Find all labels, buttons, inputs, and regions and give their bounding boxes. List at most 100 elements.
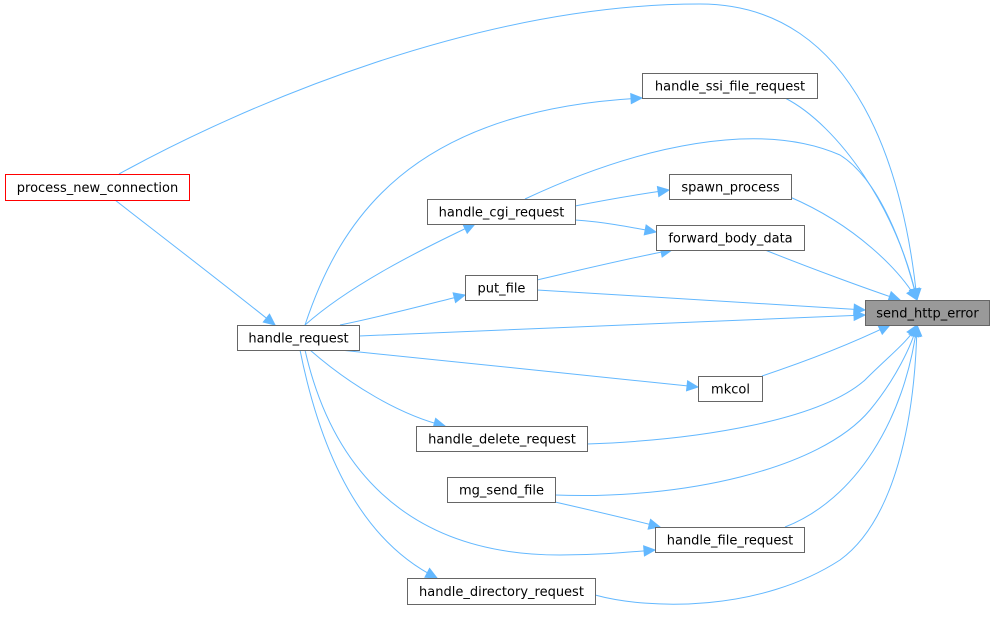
node-box[interactable] — [5, 174, 190, 201]
node-box[interactable] — [669, 174, 792, 200]
edge-arrowhead — [262, 313, 276, 326]
edge-line — [339, 294, 466, 326]
edge-line — [784, 324, 918, 528]
node-label: handle_request — [248, 332, 348, 347]
edge-handle_request-to-handle_file_request — [304, 349, 657, 557]
node-box[interactable] — [656, 225, 805, 251]
edge-handle_file_request-to-send_http_error — [784, 323, 922, 528]
node-label: mkcol — [711, 383, 750, 398]
edge-mg_send_file-to-handle_file_request — [554, 501, 662, 530]
edge-line — [574, 219, 657, 233]
edge-handle_directory_request-to-send_http_error — [594, 323, 923, 605]
node-send-http-error[interactable]: send_http_error — [865, 300, 990, 326]
node-process-new-connection[interactable]: process_new_connection — [5, 174, 190, 201]
node-box[interactable] — [865, 300, 990, 326]
edge-line — [554, 324, 918, 496]
node-label: send_http_error — [876, 307, 979, 322]
edge-line — [524, 138, 918, 301]
edges-layer — [114, 3, 923, 605]
edge-line — [114, 199, 276, 326]
edge-arrowhead — [647, 518, 662, 530]
edge-put_file-to-send_http_error — [536, 289, 867, 315]
edge-handle_cgi_request-to-send_http_error — [524, 138, 920, 302]
node-label: process_new_connection — [17, 181, 178, 196]
edge-arrowhead — [643, 224, 658, 236]
node-handle-ssi-file-request[interactable]: handle_ssi_file_request — [642, 73, 818, 99]
edge-handle_request-to-mkcol — [339, 349, 700, 392]
edge-line — [299, 349, 438, 579]
edge-arrowhead — [656, 185, 671, 198]
node-spawn-process[interactable]: spawn_process — [669, 174, 792, 200]
node-box[interactable] — [655, 527, 805, 553]
edge-line — [764, 249, 901, 301]
edge-arrowhead — [906, 287, 918, 302]
node-label: handle_cgi_request — [439, 206, 565, 221]
edge-handle_cgi_request-to-forward_body_data — [574, 219, 658, 236]
node-box[interactable] — [237, 325, 360, 351]
node-box[interactable] — [427, 199, 576, 225]
node-handle-file-request[interactable]: handle_file_request — [655, 527, 805, 553]
edge-spawn_process-to-send_http_error — [789, 196, 918, 302]
edge-arrowhead — [887, 290, 902, 302]
edge-line — [304, 97, 643, 326]
node-handle-directory-request[interactable]: handle_directory_request — [407, 578, 596, 605]
node-handle-request[interactable]: handle_request — [237, 325, 360, 351]
edge-handle_request-to-send_http_error — [358, 309, 867, 337]
edge-line — [789, 196, 918, 301]
edge-arrowhead — [853, 309, 867, 322]
nodes-layer: send_http_errorprocess_new_connectionhan… — [5, 73, 990, 605]
edge-line — [358, 314, 866, 337]
node-label: mg_send_file — [459, 484, 544, 499]
node-box[interactable] — [698, 376, 763, 402]
edge-line — [304, 223, 476, 326]
edge-put_file-to-forward_body_data — [536, 246, 674, 281]
edge-handle_cgi_request-to-spawn_process — [574, 185, 671, 207]
edge-line — [574, 189, 670, 207]
node-label: handle_directory_request — [419, 585, 584, 600]
node-handle-cgi-request[interactable]: handle_cgi_request — [427, 199, 576, 225]
edge-process_new_connection-to-handle_request — [114, 199, 276, 326]
node-box[interactable] — [416, 426, 588, 452]
edge-line — [536, 249, 673, 281]
edge-arrowhead — [424, 567, 439, 579]
edge-forward_body_data-to-send_http_error — [764, 249, 902, 302]
edge-line — [761, 324, 891, 377]
edge-line — [309, 349, 446, 427]
edge-line — [594, 324, 918, 605]
edge-arrowhead — [685, 379, 700, 392]
edge-line — [304, 349, 656, 556]
edge-arrowhead — [452, 292, 467, 304]
node-label: spawn_process — [681, 181, 780, 196]
node-box[interactable] — [407, 578, 596, 605]
edge-line — [339, 349, 699, 388]
node-put-file[interactable]: put_file — [465, 275, 538, 301]
edge-handle_request-to-handle_cgi_request — [304, 223, 477, 326]
edge-handle_request-to-handle_delete_request — [309, 349, 447, 429]
node-label: handle_ssi_file_request — [655, 80, 805, 95]
edge-mkcol-to-send_http_error — [761, 324, 892, 377]
edge-line — [554, 501, 661, 528]
node-label: handle_file_request — [667, 534, 794, 549]
node-box[interactable] — [642, 73, 818, 99]
edge-handle_request-to-handle_ssi_file_request — [304, 92, 644, 326]
edge-handle_request-to-put_file — [339, 292, 467, 326]
node-box[interactable] — [447, 477, 556, 503]
node-label: put_file — [478, 282, 526, 297]
edge-line — [784, 97, 918, 301]
node-forward-body-data[interactable]: forward_body_data — [656, 225, 805, 251]
edge-line — [586, 324, 918, 445]
node-box[interactable] — [465, 275, 538, 301]
edge-arrowhead — [630, 92, 644, 105]
edge-mg_send_file-to-send_http_error — [554, 323, 920, 496]
edge-process_new_connection-to-send_http_error — [118, 3, 922, 302]
node-mkcol[interactable]: mkcol — [698, 376, 763, 402]
edge-arrowhead — [643, 545, 657, 557]
edge-line — [118, 3, 918, 301]
node-label: forward_body_data — [668, 232, 792, 247]
node-label: handle_delete_request — [428, 433, 576, 448]
node-mg-send-file[interactable]: mg_send_file — [447, 477, 556, 503]
edge-arrowhead — [910, 323, 923, 337]
node-handle-delete-request[interactable]: handle_delete_request — [416, 426, 588, 452]
edge-line — [536, 289, 866, 311]
